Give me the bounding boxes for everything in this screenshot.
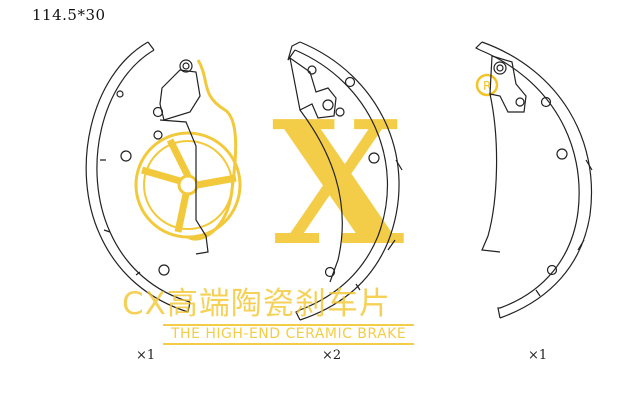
shoe-2-hole-d bbox=[368, 152, 380, 164]
shoe-3-lining-arc bbox=[479, 49, 580, 309]
shoe-3-quantity: ×1 bbox=[528, 348, 548, 363]
shoe-2-hole-c bbox=[335, 107, 345, 117]
shoe-1-outer-arc bbox=[85, 41, 189, 313]
watermark-wheel-spokes bbox=[141, 138, 237, 233]
registered-letter: R bbox=[483, 79, 491, 93]
watermark-c-swoosh bbox=[187, 59, 238, 241]
shoe-1-hole-c bbox=[120, 150, 132, 162]
watermark-wheel-hub bbox=[177, 174, 199, 196]
shoe-1-pivot-hole bbox=[179, 59, 193, 73]
shoe-1-hole-e bbox=[116, 90, 124, 98]
shoe-3-hole-d bbox=[546, 264, 558, 276]
watermark-x-letter: X bbox=[272, 84, 404, 284]
shoe-3-outer-arc bbox=[481, 41, 593, 319]
watermark-wheel-outer bbox=[134, 131, 242, 239]
shoe-2-outer-arc bbox=[299, 41, 400, 321]
watermark-wheel-inner bbox=[143, 140, 233, 230]
shoe-3-hole-a bbox=[515, 97, 525, 107]
shoe-1-quantity: ×1 bbox=[136, 348, 156, 363]
shoe-2-web-top bbox=[289, 56, 337, 119]
watermark-logo bbox=[134, 59, 242, 241]
shoe-2-hole-b bbox=[344, 76, 356, 88]
dimension-label: 114.5*30 bbox=[32, 6, 106, 24]
shoe-2-web-edge bbox=[299, 109, 343, 283]
shoe-1-hole-d bbox=[158, 264, 170, 276]
brake-shoe-1 bbox=[85, 41, 209, 313]
watermark-brand-cn: CX高端陶瓷刹车片 bbox=[122, 286, 391, 322]
watermark-brand-en: THE HIGH-END CERAMIC BRAKE bbox=[163, 324, 415, 345]
shoe-1-lining-arc bbox=[96, 49, 191, 303]
shoe-1-hole-a bbox=[152, 106, 164, 118]
registered-mark bbox=[475, 73, 499, 97]
shoe-2-hole-e bbox=[324, 266, 336, 278]
shoe-3-pivot-hole bbox=[493, 61, 507, 75]
shoe-2-pivot-hole bbox=[322, 99, 334, 111]
shoe-3-hole-c bbox=[556, 148, 568, 160]
shoe-2-hole-a bbox=[307, 65, 317, 75]
shoe-2-lining-arc bbox=[294, 49, 388, 311]
shoe-2-quantity: ×2 bbox=[322, 348, 342, 363]
shoe-3-web-top bbox=[489, 55, 527, 113]
brake-shoe-2 bbox=[287, 41, 403, 321]
shoe-3-web-edge bbox=[481, 93, 501, 253]
shoe-1-hole-b bbox=[153, 130, 163, 140]
brake-shoe-3 bbox=[474, 41, 593, 319]
shoe-1-web-top bbox=[159, 69, 201, 121]
shoe-3-hole-b bbox=[540, 96, 552, 108]
shoe-1-web-edge bbox=[159, 119, 209, 255]
